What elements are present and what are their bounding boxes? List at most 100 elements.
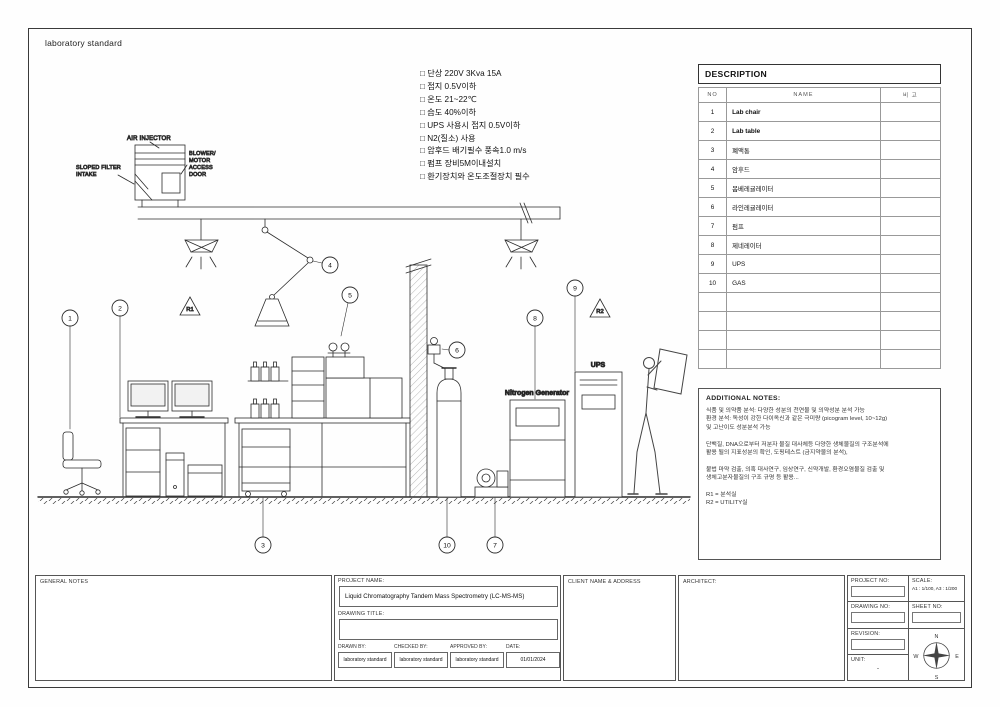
compass-east: E [955, 654, 959, 660]
air-injector-label: AIR INJECTOR [127, 136, 171, 142]
table-header-row: NO NAME 비 고 [697, 87, 942, 103]
drawn-by-cell: DRAWN BY: laboratory standard [338, 644, 392, 668]
table-row [697, 292, 942, 312]
blower-motor-label: BLOWER/ MOTOR ACCESS DOOR [189, 151, 217, 179]
callout-numbers: 1 2 3 4 5 6 7 8 9 10 [68, 263, 577, 550]
svg-text:INTAKE: INTAKE [76, 172, 97, 178]
checklist-item: □ 암후드 배기필수 풍속1.0 m/s [420, 146, 527, 156]
revision-value [851, 639, 905, 650]
checklist-item: □ 습도 40%이하 [420, 107, 477, 117]
ceiling-diffuser-right [504, 218, 539, 270]
svg-text:ACCESS: ACCESS [189, 165, 213, 171]
ups-label: UPS [591, 362, 606, 369]
drawn-by-value: laboratory standard [338, 652, 392, 668]
project-name-label: PROJECT NAME: [338, 578, 385, 584]
checklist-item: □ 단상 220V 3Kva 15A [420, 69, 502, 78]
col-header-name: NAME [726, 87, 881, 103]
checklist-item: □ 환기장치와 온도조절장치 필수 [420, 172, 530, 182]
ups-unit [574, 371, 623, 498]
callout-leaders [69, 260, 576, 538]
project-no-label: PROJECT NO: [851, 578, 890, 584]
approved-by-label: APPROVED BY: [450, 644, 487, 650]
notes-line: 생체고분자물질의 구조 규명 등 활용... [706, 475, 799, 482]
table-row [697, 330, 942, 350]
svg-text:10: 10 [443, 543, 451, 550]
date-value: 01/01/2024 [506, 652, 560, 668]
title-block: GENERAL NOTES PROJECT NAME: Liquid Chrom… [35, 575, 965, 681]
general-notes-box: GENERAL NOTES [35, 575, 332, 681]
project-no-value [851, 586, 905, 597]
partition-wall [405, 258, 432, 498]
nitrogen-generator [509, 399, 566, 498]
checked-by-label: CHECKED BY: [394, 644, 428, 650]
notes-line: R2 = UTILITY실 [706, 500, 748, 507]
project-no-cell: PROJECT NO: [847, 575, 909, 602]
notes-line: R1 = 분석실 [706, 492, 737, 499]
reagent-shelf [247, 361, 289, 419]
notes-line: 단백질, DNA으로부터 저분자 물질 대사체등 다양한 생체물질의 구조분석에 [706, 441, 889, 448]
line-regulator [427, 337, 447, 370]
client-box: CLIENT NAME & ADDRESS [563, 575, 676, 681]
gas-cylinder [436, 367, 462, 498]
svg-text:BLOWER/: BLOWER/ [189, 151, 216, 157]
additional-notes-title: ADDITIONAL NOTES: [706, 395, 781, 402]
elevation-drawing: AIR INJECTOR BLOWER/ MOTOR ACCESS DOOR S… [37, 136, 691, 554]
scale-cell: SCALE: A1 : 1/100, A3 : 1/200 [908, 575, 965, 602]
compass-rose: N S W E [913, 634, 959, 681]
scale-label: SCALE: [912, 578, 933, 584]
drawn-by-label: DRAWN BY: [338, 644, 366, 650]
notes-line: 식품 및 의약품 분석: 다양한 성분의 천연물 및 의약성분 분석 가능 [706, 408, 865, 414]
vacuum-pump [474, 468, 509, 498]
date-cell: DATE: 01/01/2024 [506, 644, 560, 668]
sloped-filter-label: SLOPED FILTER INTAKE [76, 165, 122, 179]
scale-value: A1 : 1/100, A3 : 1/200 [912, 586, 958, 591]
drawing-no-cell: DRAWING NO: [847, 601, 909, 629]
lab-chair [62, 431, 102, 496]
waste-container-cart [241, 428, 291, 497]
spec-checklist: □ 단상 220V 3Kva 15A □ 접지 0.5V이하 □ 온도 21~2… [420, 68, 530, 184]
checklist-item: □ 접지 0.5V이하 [420, 81, 477, 91]
approved-by-value: laboratory standard [450, 652, 504, 668]
notes-line: 불법 마약 검출, 의혹 대사연구, 임상연구, 신약개발, 환경오염물질 검출… [706, 466, 885, 473]
notes-line [706, 432, 933, 440]
svg-text:8: 8 [533, 316, 537, 323]
svg-text:DOOR: DOOR [189, 172, 206, 178]
svg-text:6: 6 [455, 348, 459, 355]
technician-figure [627, 348, 688, 495]
notes-line: 환경 분석: 독성이 강한 다이옥신과 같은 극미량 (picogram lev… [706, 416, 888, 423]
checklist-item: □ 펌프 장비5M이내설치 [420, 159, 502, 169]
notes-line: 및 고난이도 성분분석 가능 [706, 424, 771, 431]
info-grid: PROJECT NO: SCALE: A1 : 1/100, A3 : 1/20… [847, 575, 965, 681]
svg-text:R2: R2 [596, 309, 603, 315]
compass-north: N [935, 634, 939, 640]
drawing-title-label: DRAWING TITLE: [338, 611, 385, 617]
col-header-note: 비 고 [879, 87, 942, 103]
client-label: CLIENT NAME & ADDRESS [568, 579, 641, 585]
svg-text:3: 3 [261, 543, 265, 550]
checklist-item: □ UPS 사용시 접지 0.5V이하 [420, 120, 521, 130]
unit-cell: UNIT: - [847, 654, 909, 681]
svg-text:1: 1 [68, 316, 72, 323]
col-header-no: NO [697, 87, 728, 103]
revision-cell: REVISION: [847, 628, 909, 655]
sheet-no-label: SHEET NO: [912, 604, 943, 610]
sheet-title: laboratory standard [45, 38, 123, 48]
table-row [697, 349, 942, 369]
project-name-value: Liquid Chromatography Tandem Mass Spectr… [339, 586, 558, 607]
monitor-left [127, 380, 169, 418]
checked-by-value: laboratory standard [394, 652, 448, 668]
compass-cell: N S W E [908, 628, 965, 681]
revision-label: REVISION: [851, 631, 881, 637]
architect-label: ARCHITECT: [683, 579, 717, 585]
fume-extractor-arm [254, 218, 314, 327]
